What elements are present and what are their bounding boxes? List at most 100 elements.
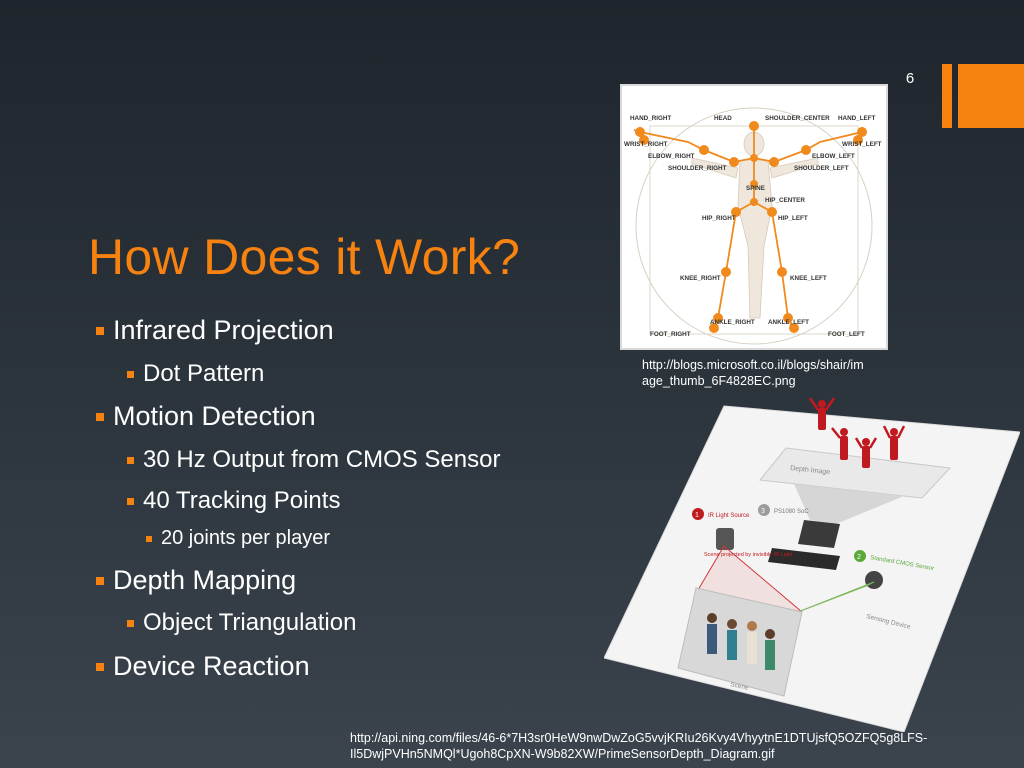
step-3-number: 3	[761, 508, 765, 515]
bullet-text: Infrared Projection	[113, 315, 334, 345]
kinect-device	[768, 548, 840, 570]
bullet-marker	[127, 497, 134, 505]
skeleton-labels: HAND_RIGHT HEAD SHOULDER_CENTER HAND_LEF…	[624, 115, 882, 338]
soc-label: PS1080 SoC	[774, 509, 809, 515]
bullet-marker	[127, 619, 134, 627]
label-spine: SPINE	[746, 185, 765, 192]
joint-ankle-left	[783, 313, 793, 323]
label-head: HEAD	[714, 115, 732, 122]
bullet-text: Dot Pattern	[143, 360, 265, 387]
bullet-object-triangulation: Object Triangulation	[127, 609, 356, 637]
scene-projected-label: Scene projected by invisible IR Light	[704, 552, 793, 558]
label-knee-left: KNEE_LEFT	[790, 275, 827, 282]
joint-knee-left	[777, 267, 787, 277]
ir-light-label: IR Light Source	[708, 513, 750, 519]
bullet-marker	[96, 576, 104, 585]
joint-hand-right	[635, 127, 645, 137]
bullet-20-joints: 20 joints per player	[146, 527, 330, 550]
ir-emitter	[716, 528, 734, 550]
bullet-motion-detection: Motion Detection	[96, 401, 316, 432]
accent-bar-thick	[958, 64, 1024, 128]
bullet-marker	[96, 662, 104, 671]
bullet-dot-pattern: Dot Pattern	[127, 360, 264, 388]
scene-label: Scene	[730, 681, 750, 692]
joint-hand-left	[857, 127, 867, 137]
step-3-marker	[758, 504, 770, 516]
joint-knee-right	[721, 267, 731, 277]
bullet-marker	[127, 456, 134, 464]
joint-elbow-left	[801, 145, 811, 155]
scene-projected-text: Scene projected by invisible IR Light	[704, 552, 793, 558]
cmos-lens	[865, 571, 883, 589]
label-shoulder-center: SHOULDER_CENTER	[765, 115, 830, 122]
label-foot-left: FOOT_LEFT	[828, 331, 865, 338]
skeleton-image-source: http://blogs.microsoft.co.il/blogs/shair…	[642, 357, 864, 389]
label-shoulder-left: SHOULDER_LEFT	[794, 165, 849, 172]
bullet-marker	[96, 412, 104, 421]
caption-line: Il5DwjPVHn5NMQl*Ugoh8CpXN-W9b82XW/PrimeS…	[350, 747, 775, 761]
slide-number: 6	[905, 70, 915, 87]
step-1-marker	[692, 508, 704, 520]
bullet-device-reaction: Device Reaction	[96, 651, 310, 682]
joint-head	[749, 121, 759, 131]
joint-hip-right	[731, 207, 741, 217]
joint-wrist-right	[639, 135, 649, 145]
label-ankle-left: ANKLE_LEFT	[768, 319, 809, 326]
label-ankle-right: ANKLE_RIGHT	[710, 319, 755, 326]
label-foot-right: FOOT_RIGHT	[650, 331, 691, 338]
bullet-infrared-projection: Infrared Projection	[96, 315, 334, 346]
depth-image-label: Depth Image	[790, 465, 831, 476]
label-knee-right: KNEE_RIGHT	[680, 275, 721, 282]
projection-cone	[794, 484, 904, 524]
caption-line: http://blogs.microsoft.co.il/blogs/shair…	[642, 358, 864, 372]
bullet-depth-mapping: Depth Mapping	[96, 565, 296, 596]
label-hand-left: HAND_LEFT	[838, 115, 876, 122]
bullet-marker	[127, 370, 134, 378]
joint-hip-left	[767, 207, 777, 217]
bullet-text: Depth Mapping	[113, 565, 297, 595]
caption-line: http://api.ning.com/files/46-6*7H3sr0HeW…	[350, 731, 928, 745]
joint-foot-right	[709, 323, 719, 333]
depth-figures	[808, 397, 906, 468]
label-wrist-right: WRIST_RIGHT	[624, 141, 668, 148]
joint-wrist-left	[853, 135, 863, 145]
bullet-text: 40 Tracking Points	[143, 487, 341, 514]
skeleton-joints	[635, 121, 867, 333]
skeleton-diagram: HAND_RIGHT HEAD SHOULDER_CENTER HAND_LEF…	[624, 107, 882, 345]
joint-shoulder-right	[729, 157, 739, 167]
label-hand-right: HAND_RIGHT	[630, 115, 671, 122]
soc-chip	[798, 520, 840, 548]
bullet-marker	[96, 326, 104, 335]
step-2-number: 2	[857, 554, 861, 561]
bullet-text: 30 Hz Output from CMOS Sensor	[143, 446, 501, 473]
label-hip-left: HIP_LEFT	[778, 215, 808, 222]
depth-sensor-diagram: Depth Image 3 PS1080 SoC 1 IR Light Sour…	[603, 397, 1021, 733]
joint-hip-center	[750, 198, 758, 206]
label-shoulder-right: SHOULDER_RIGHT	[668, 165, 727, 172]
joint-elbow-right	[699, 145, 709, 155]
label-hip-right: HIP_RIGHT	[702, 215, 736, 222]
label-hip-center: HIP_CENTER	[765, 197, 805, 204]
joint-shoulder-center	[750, 154, 758, 162]
sensing-beams	[797, 581, 875, 613]
bullet-text: 20 joints per player	[161, 527, 330, 549]
bullet-30hz-output: 30 Hz Output from CMOS Sensor	[127, 446, 500, 474]
joint-shoulder-left	[769, 157, 779, 167]
step-2-marker	[854, 550, 866, 562]
bullet-text: Device Reaction	[113, 651, 310, 681]
label-wrist-left: WRIST_LEFT	[842, 141, 882, 148]
label-elbow-right: ELBOW_RIGHT	[648, 153, 695, 160]
bullet-text: Motion Detection	[113, 401, 316, 431]
depth-sensor-diagram-image: Depth Image 3 PS1080 SoC 1 IR Light Sour…	[603, 396, 1021, 733]
scene-people	[707, 613, 775, 670]
skeleton-joints-image: HAND_RIGHT HEAD SHOULDER_CENTER HAND_LEF…	[620, 84, 888, 350]
bullet-40-tracking-points: 40 Tracking Points	[127, 487, 340, 515]
joint-spine	[750, 180, 758, 188]
caption-line: age_thumb_6F4828EC.png	[642, 374, 796, 388]
step-1-number: 1	[695, 512, 699, 519]
vitruvian-circle	[635, 107, 873, 345]
accent-bar-thin	[942, 64, 952, 128]
joint-ankle-right	[713, 313, 723, 323]
joint-foot-left	[789, 323, 799, 333]
slide-title: How Does it Work?	[88, 229, 521, 285]
